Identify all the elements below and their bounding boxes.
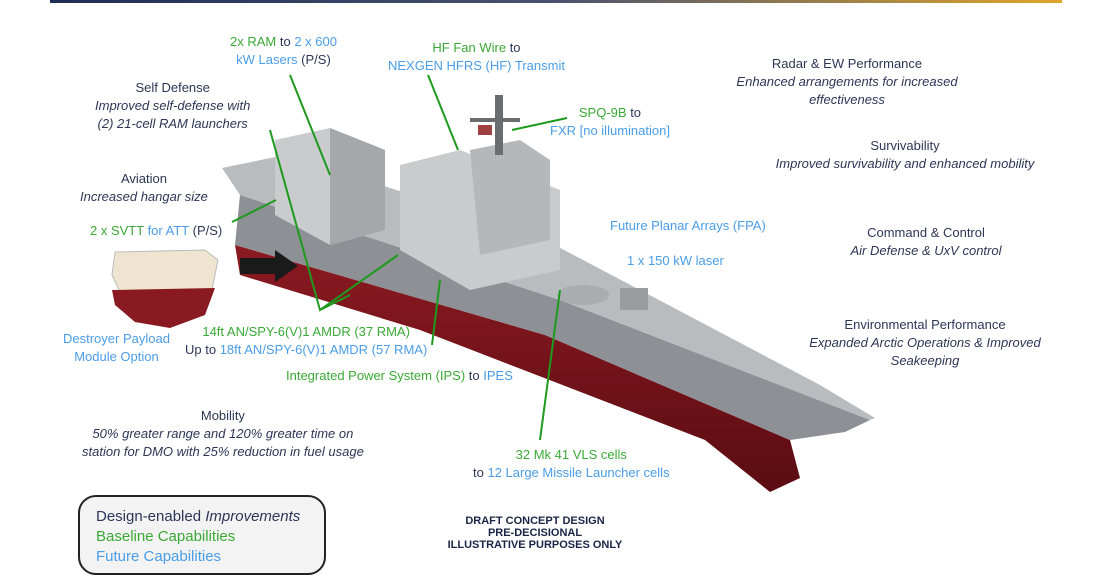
destroyer-hull [222,155,875,492]
callout-laser: 1 x 150 kW laser [627,253,724,268]
legend-future: Future Capabilities [96,548,222,565]
superstructure [275,95,648,310]
callout-amdr: 14ft AN/SPY-6(V)1 AMDR (37 RMA)Up to 18f… [185,324,428,357]
callout-ips: Integrated Power System (IPS) to IPES [286,368,513,383]
arrow-right-icon [240,250,298,282]
legend-box: Design-enabled Improvements Baseline Cap… [78,495,326,575]
legend-design: Design-enabled Improvements [96,508,301,525]
callout-fpa: Future Planar Arrays (FPA) [610,218,766,233]
header-bar [50,0,1062,3]
legend-baseline: Baseline Capabilities [96,528,236,545]
callout-svtt: 2 x SVTT for ATT (P/S) [90,223,223,238]
payload-module [111,249,219,328]
ship-illustration [111,74,875,492]
callout-lines [231,74,568,441]
